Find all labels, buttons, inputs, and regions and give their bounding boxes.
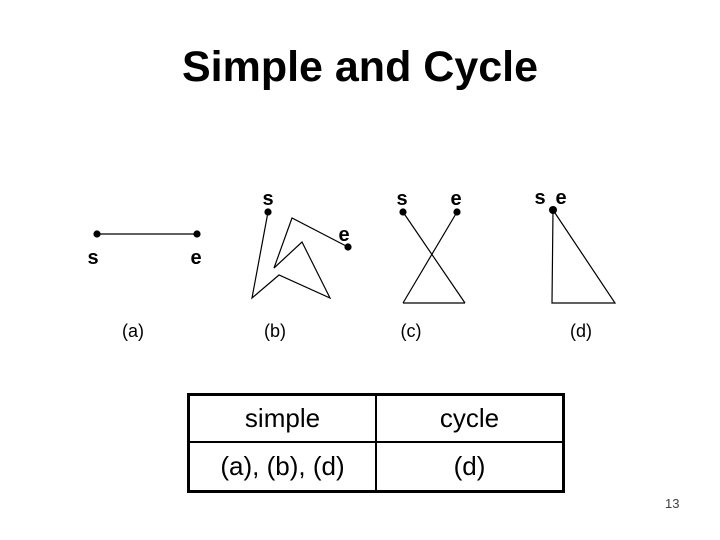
figure-a: s e (a) — [87, 230, 202, 341]
table-cell-cycle-answer: (d) — [375, 441, 565, 493]
figure-b-end-node — [344, 243, 352, 251]
figure-b-start-node — [264, 208, 272, 216]
figure-d-start-label: s — [534, 187, 545, 209]
page-number: 13 — [665, 496, 680, 511]
figure-c-edge-s-to-right — [402, 211, 466, 304]
figure-a-end-node — [193, 230, 201, 238]
figure-c-start-label: s — [396, 188, 407, 210]
figure-b-caption: (b) — [264, 321, 286, 341]
figure-a-start-label: s — [87, 247, 98, 269]
figure-d-caption: (d) — [570, 321, 592, 341]
figure-b: s e (b) — [251, 188, 352, 341]
figure-b-start-label: s — [262, 188, 273, 210]
table-header-cycle: cycle — [375, 393, 565, 443]
table-header-simple: simple — [187, 393, 377, 443]
table-header-row: simple cycle — [187, 393, 565, 443]
figure-b-path — [251, 211, 349, 300]
table-row: (a), (b), (d) (d) — [187, 441, 565, 493]
figure-d: s e (d) — [534, 187, 617, 341]
classification-table: simple cycle (a), (b), (d) (d) — [187, 393, 565, 493]
figure-b-end-label: e — [338, 224, 349, 246]
figure-a-caption: (a) — [122, 321, 144, 341]
figure-d-cycle — [551, 208, 617, 304]
figure-a-start-node — [93, 230, 101, 238]
figure-d-end-label: e — [555, 187, 566, 209]
figure-c: s e (c) — [396, 188, 466, 341]
slide-title: Simple and Cycle — [181, 43, 539, 91]
figure-c-end-node — [453, 208, 461, 216]
figure-c-edge-e-to-left — [402, 211, 458, 304]
figure-d-start-end-node — [549, 206, 557, 214]
figure-c-start-node — [399, 208, 407, 216]
figure-c-end-label: e — [450, 188, 461, 210]
figure-a-end-label: e — [190, 247, 201, 269]
figure-c-caption: (c) — [401, 321, 422, 341]
table-cell-simple-answer: (a), (b), (d) — [187, 441, 377, 493]
